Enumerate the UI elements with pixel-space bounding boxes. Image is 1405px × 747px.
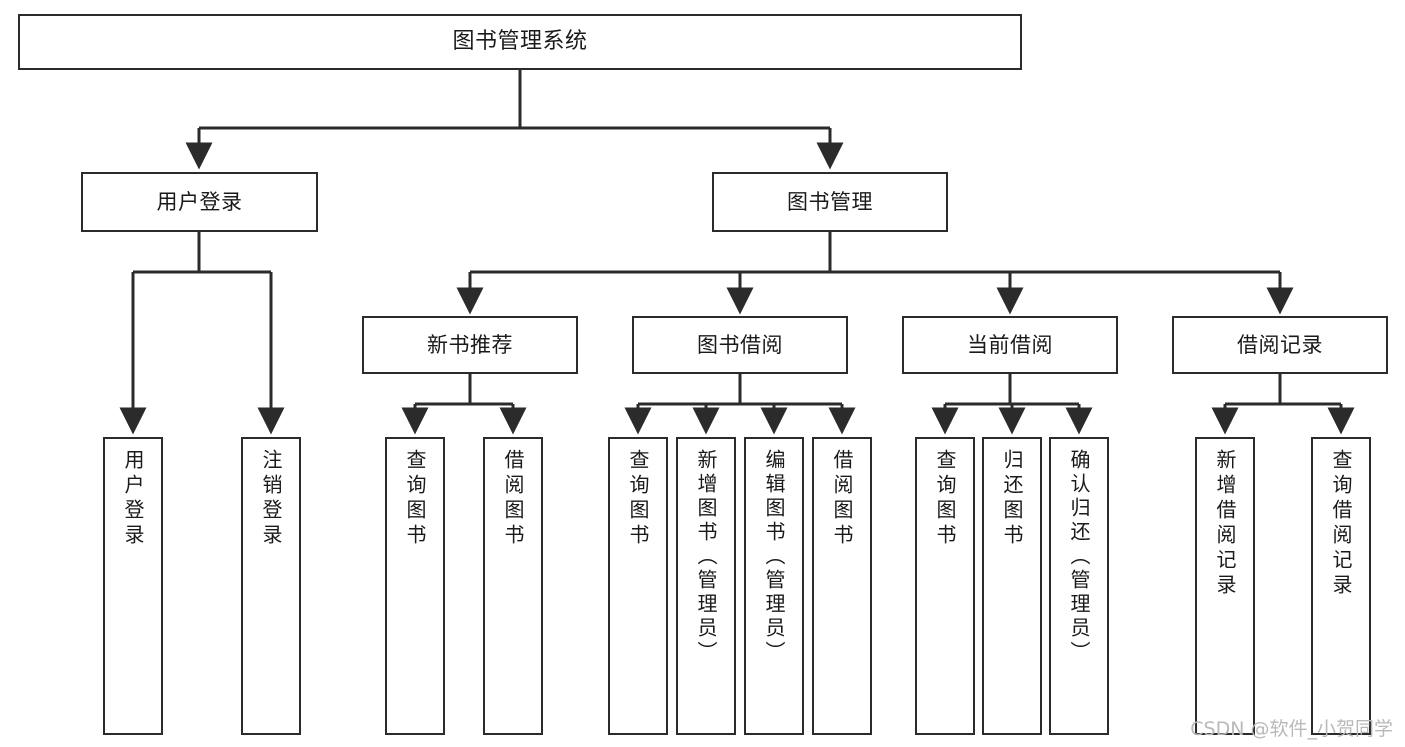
node-label: 借阅图书 [830,449,854,549]
watermark-text: CSDN @软件_小贺同学 [1190,718,1393,740]
node-label: 图书借阅 [697,332,783,357]
node-label: 借阅图书 [501,449,525,549]
leaf-recommend-borrow-book[interactable]: 借阅图书 [483,437,543,735]
leaf-borrow-add-book-admin[interactable]: 新增图书（管理员） [676,437,736,735]
node-borrow-record[interactable]: 借阅记录 [1172,316,1388,374]
node-label: 图书管理系统 [452,29,588,55]
leaf-current-return-book[interactable]: 归还图书 [982,437,1042,735]
node-root-system[interactable]: 图书管理系统 [18,14,1022,70]
node-label: 新书推荐 [427,332,513,357]
node-label: 当前借阅 [967,332,1053,357]
node-user-login[interactable]: 用户登录 [81,172,318,232]
node-current-borrow[interactable]: 当前借阅 [902,316,1118,374]
leaf-borrow-borrow-book[interactable]: 借阅图书 [812,437,872,735]
node-label: 图书管理 [787,189,873,214]
node-book-borrow[interactable]: 图书借阅 [632,316,848,374]
node-label: 借阅记录 [1237,332,1323,357]
leaf-user-login-logout[interactable]: 注销登录 [241,437,301,735]
node-label: 新增借阅记录 [1213,449,1237,599]
node-label: 查询图书 [933,449,957,549]
node-new-book-recommend[interactable]: 新书推荐 [362,316,578,374]
node-label: 新增图书（管理员） [694,449,718,665]
node-label: 查询图书 [626,449,650,549]
leaf-borrow-edit-book-admin[interactable]: 编辑图书（管理员） [744,437,804,735]
node-label: 用户登录 [121,449,145,549]
node-label: 归还图书 [1000,449,1024,549]
leaf-borrow-query-book[interactable]: 查询图书 [608,437,668,735]
node-label: 注销登录 [259,449,283,549]
node-label: 查询图书 [403,449,427,549]
node-label: 编辑图书（管理员） [762,449,786,665]
leaf-recommend-query-book[interactable]: 查询图书 [385,437,445,735]
leaf-user-login-login[interactable]: 用户登录 [103,437,163,735]
leaf-current-confirm-return-admin[interactable]: 确认归还（管理员） [1049,437,1109,735]
leaf-current-query-book[interactable]: 查询图书 [915,437,975,735]
node-label: 用户登录 [156,189,243,214]
leaf-record-query-borrow-record[interactable]: 查询借阅记录 [1311,437,1371,735]
node-label: 查询借阅记录 [1329,449,1353,599]
node-book-management[interactable]: 图书管理 [712,172,948,232]
leaf-record-add-borrow-record[interactable]: 新增借阅记录 [1195,437,1255,735]
node-label: 确认归还（管理员） [1067,449,1091,665]
